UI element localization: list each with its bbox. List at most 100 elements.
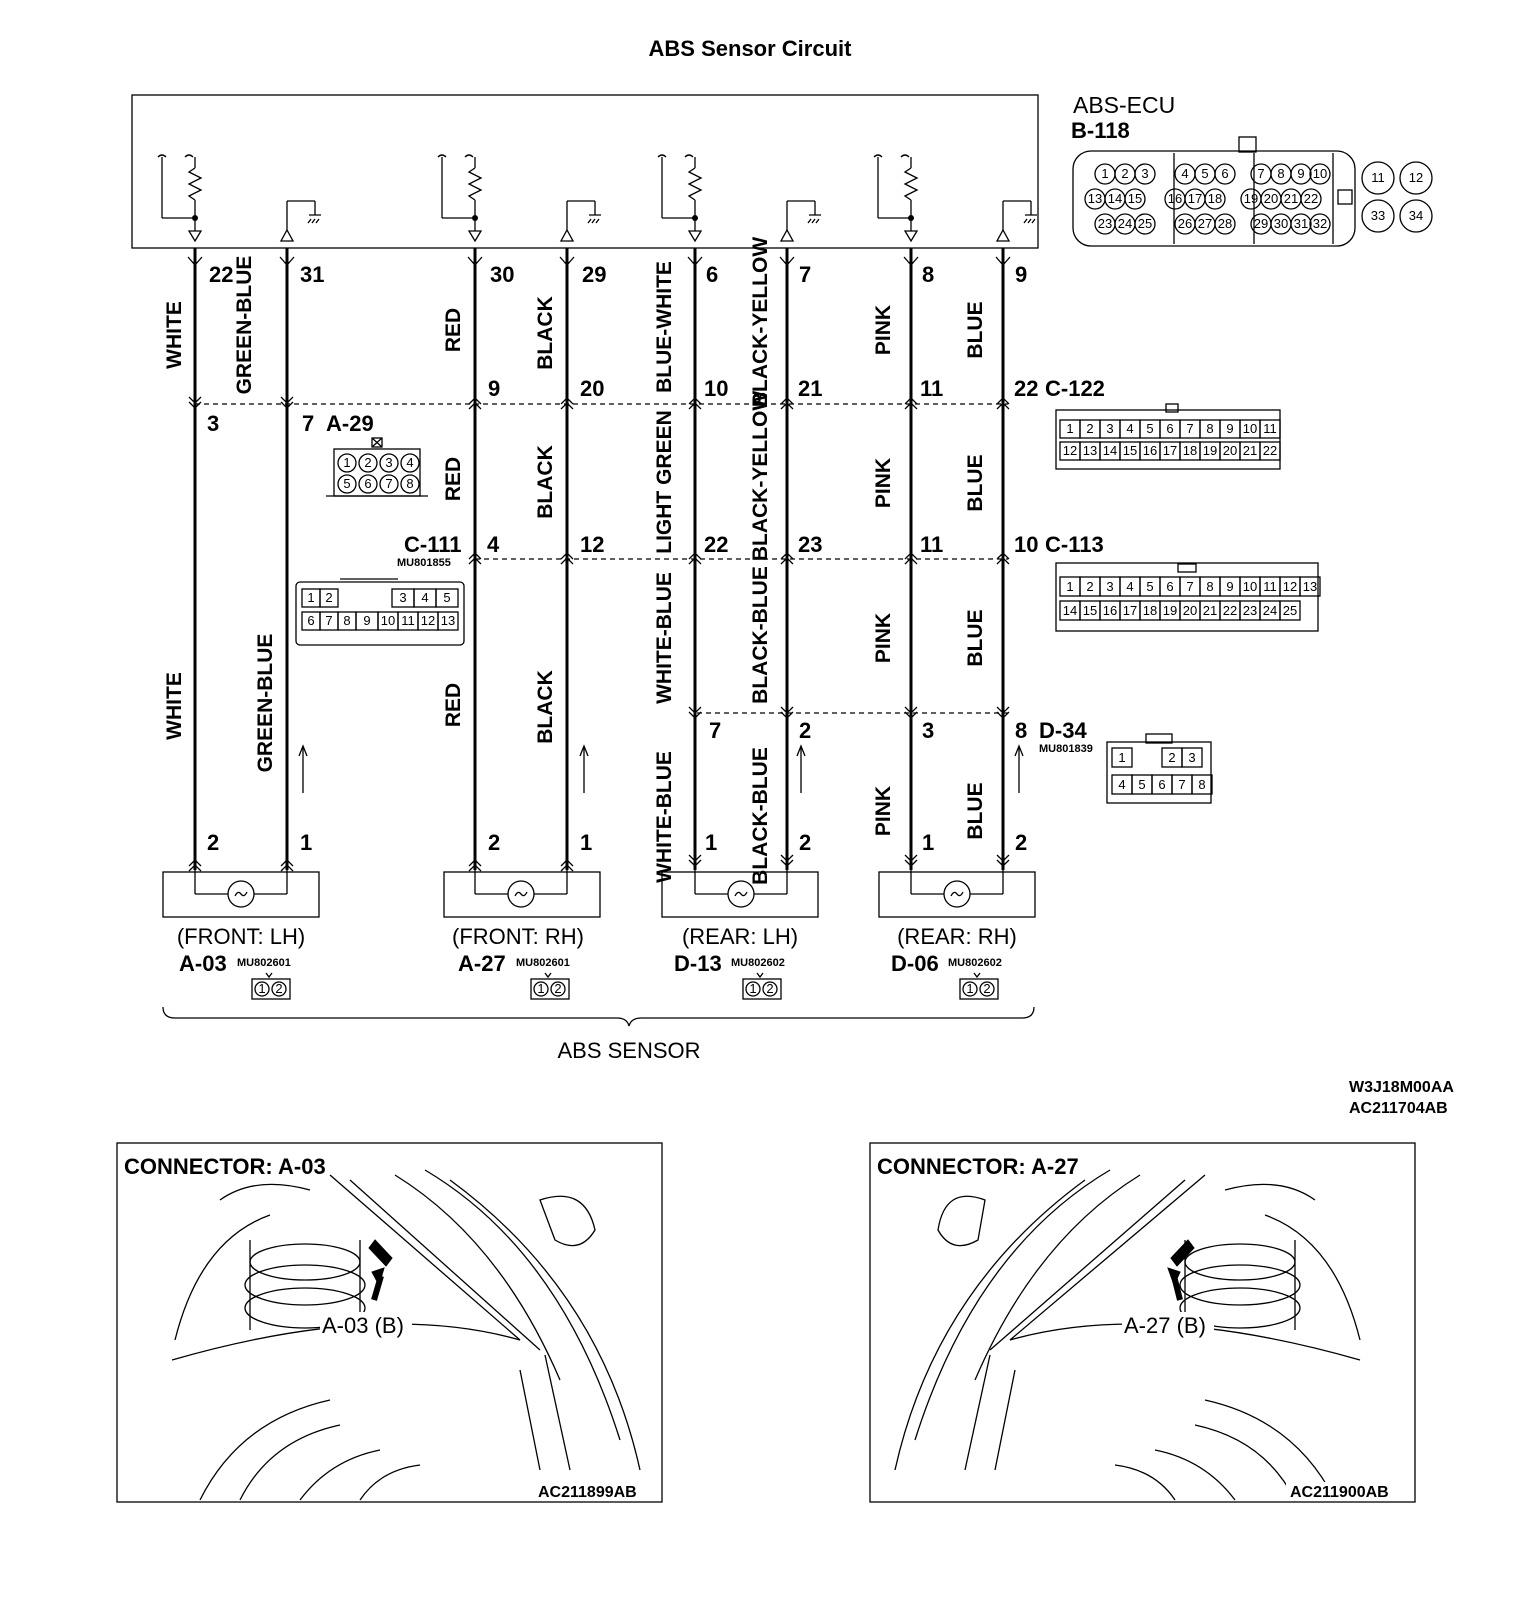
sensor-part-d13: MU802602 (731, 957, 785, 969)
terminal-mark (904, 552, 918, 565)
drawing-code-1: W3J18M00AA (1349, 1079, 1454, 1096)
sensor-part-d06: MU802602 (948, 957, 1002, 969)
c111-cavity-label: 12 (421, 613, 435, 628)
sensor-location-front-lh: (FRONT: LH) (177, 924, 305, 949)
ecu-pin-8: 8 (922, 262, 934, 287)
ecu-cavity (1134, 213, 1156, 235)
ecu-cavity (1309, 163, 1331, 185)
c113-cavity-label: 4 (1126, 579, 1133, 594)
d34-cavity (1181, 747, 1203, 768)
abs-sensor-brace (162, 1006, 1035, 1027)
ecu-output-triangle (559, 228, 575, 242)
terminal-mark (280, 396, 294, 409)
a29-cavity (358, 453, 378, 473)
ecu-internal-circuits (157, 154, 1037, 243)
ecu-cavity-label: 1 (1101, 166, 1108, 181)
panel-a27-code: AC211900AB (1290, 1484, 1389, 1501)
panel-a27-title: CONNECTOR: A-27 (877, 1154, 1079, 1179)
c111-cavity (319, 588, 339, 608)
c111-cavity-label: 7 (325, 613, 332, 628)
ecu-cavity-label: 17 (1188, 191, 1202, 206)
terminal-mark (995, 256, 1011, 266)
sensor-boxes (162, 870, 1036, 918)
a29-cavity (400, 453, 420, 473)
ecu-supply-mark (684, 154, 694, 158)
ecu-pin-31: 31 (300, 262, 324, 287)
c113-cavity-label: 23 (1243, 603, 1257, 618)
sensor-cavity (550, 981, 566, 997)
ecu-cavity-label: 18 (1208, 191, 1222, 206)
ecu-cavity-label: 13 (1088, 191, 1102, 206)
connector-key (544, 972, 552, 979)
panel-a03-callout: A-03 (B) (322, 1313, 404, 1338)
wire-color-pink-bottom: PINK (872, 786, 895, 836)
c122-pin-20: 20 (580, 376, 604, 401)
c122-pin-22: 22 (1014, 376, 1038, 401)
d13-pin-1: 1 (705, 830, 717, 855)
ecu-cavity-label: 28 (1218, 216, 1232, 231)
ecu-output-triangle (279, 228, 295, 242)
connector-panel-a27: CONNECTOR: A-27 A-27 (B) AC211900AB (869, 1142, 1416, 1503)
a29-cavity (337, 474, 357, 494)
a27-pin-1: 1 (580, 830, 592, 855)
wire-color-pink-top: PINK (872, 305, 895, 355)
c113-cavity-label: 10 (1243, 579, 1257, 594)
ecu-pin-7: 7 (799, 262, 811, 287)
d34-cavity-label: 3 (1188, 750, 1195, 765)
c122-cavity-label: 7 (1186, 421, 1193, 436)
c122-cavity-label: 2 (1086, 421, 1093, 436)
ecu-cavity-label: 15 (1128, 191, 1142, 206)
terminal-mark (188, 859, 202, 872)
c122-cavity-label: 8 (1206, 421, 1213, 436)
ecu-cavity-label: 31 (1294, 216, 1308, 231)
c111-cavity-label: 5 (443, 590, 450, 605)
terminal-mark (468, 859, 482, 872)
sensor-connector-face (251, 978, 291, 1000)
wire-color-light-green-mid: LIGHT GREEN (653, 410, 676, 554)
terminal-mark (903, 256, 919, 266)
c122-cavity-label: 13 (1083, 443, 1097, 458)
terminal-mark (467, 256, 483, 266)
sensor-cavity (271, 981, 287, 997)
ecu-cavity-label: 22 (1304, 191, 1318, 206)
sensor-cavity-label: 2 (766, 981, 773, 996)
c113-cavity-label: 2 (1086, 579, 1093, 594)
ecu-pin-29: 29 (582, 262, 606, 287)
c122-cavity-label: 21 (1243, 443, 1257, 458)
ecu-key (1337, 189, 1353, 205)
connector-key (973, 972, 981, 979)
ecu-cavity-label: 4 (1181, 166, 1188, 181)
c122-cavity-label: 1 (1066, 421, 1073, 436)
wire-color-black-yellow-top: BLACK-YELLOW (749, 237, 772, 407)
c122-pin-9: 9 (488, 376, 500, 401)
wire-color-white-top: WHITE (163, 301, 186, 369)
terminal-mark (688, 854, 702, 867)
ecu-cavity-label: 3 (1141, 166, 1148, 181)
a29-pin-3: 3 (207, 411, 219, 436)
c122-cavity-label: 14 (1103, 443, 1117, 458)
c113-cavity (1279, 600, 1301, 621)
sensor-part-a03: MU802601 (237, 957, 291, 969)
ecu-cavity-large-label: 34 (1409, 208, 1423, 223)
ecu-cavity-label: 26 (1178, 216, 1192, 231)
ground-icon (307, 214, 321, 224)
ecu-cavity (1134, 163, 1156, 185)
ecu-name: ABS-ECU (1073, 92, 1175, 118)
a03-pin-2: 2 (207, 830, 219, 855)
a29-cavity-label: 4 (406, 455, 413, 470)
sensor-location-rear-lh: (REAR: LH) (682, 924, 798, 949)
d34-part-number: MU801839 (1039, 743, 1093, 755)
sine-icon (950, 891, 964, 897)
c122-cavity (1259, 441, 1281, 461)
ecu-cavity-large (1361, 199, 1395, 233)
wire-color-blue-white-top: BLUE-WHITE (653, 261, 676, 393)
terminal-mark (560, 397, 574, 410)
sensor-connector-face (742, 978, 782, 1000)
sine-icon (734, 891, 748, 897)
ecu-junction-dot (472, 215, 478, 221)
c111-cavity-label: 2 (325, 590, 332, 605)
wire-color-blue-low: BLUE (964, 609, 987, 666)
c113-cavity-label: 13 (1303, 579, 1317, 594)
c111-part-number: MU801855 (397, 557, 451, 569)
